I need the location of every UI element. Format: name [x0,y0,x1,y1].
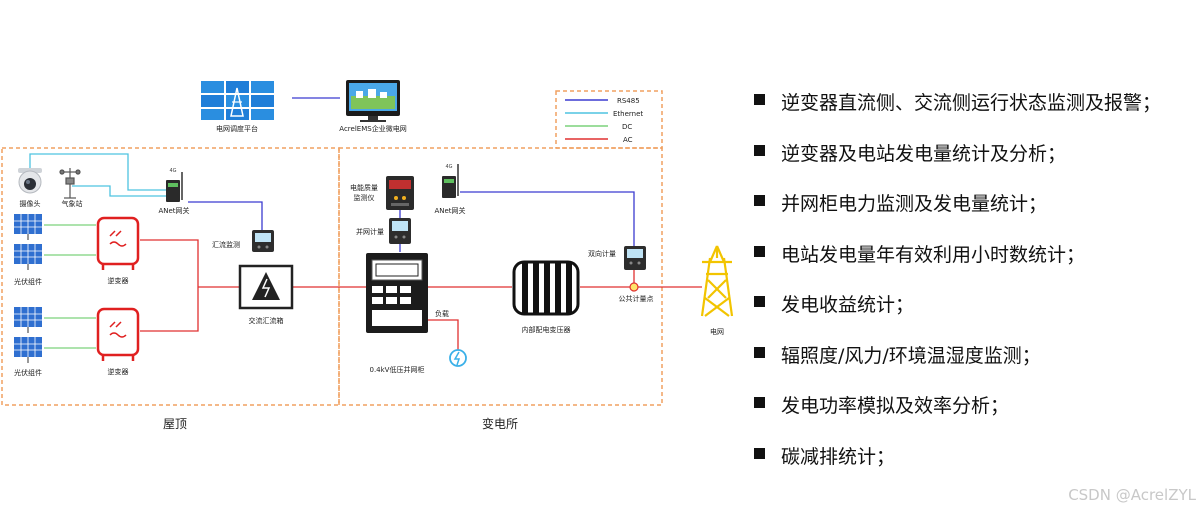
low-voltage-cabinet-icon [366,253,428,333]
pv-panel-group-2 [14,307,42,363]
ems-monitor-icon [346,80,400,122]
pcc-label: 公共计量点 [619,294,654,303]
pv-label-2: 光伏组件 [14,368,42,377]
pv-system-diagram: RS485 Ethernet DC AC [1,80,734,431]
feature-text: 电站发电量年有效利用小时数统计； [781,243,1086,266]
rooftop-gateway-label: ANet网关 [158,206,189,215]
bidirectional-meter-icon [624,246,646,270]
feature-text: 碳减排统计； [781,445,896,468]
inverter-icon-2 [96,307,140,361]
square-bullet-icon [754,346,765,358]
pcc-point-icon [629,282,639,292]
feature-item: 碳减排统计； [752,442,1161,493]
rooftop-gateway-icon: 4G [166,168,183,202]
power-tower-icon [700,245,734,317]
feature-text: 发电功率模拟及效率分析； [781,395,1010,417]
substation-gateway-icon: 4G [442,164,459,198]
legend-box-border [555,90,663,149]
feature-item: 发电功率模拟及效率分析； [752,391,1161,442]
solar-panel-icon [14,307,42,333]
feature-text: 逆变器及电站发电量统计及分析； [781,142,1067,165]
rooftop-region-label: 屋顶 [163,417,187,431]
square-bullet-icon [754,296,765,307]
feature-text: 并网柜电力监测及发电量统计； [781,193,1048,215]
load-icon [449,349,467,367]
cabinet-label: 0.4kV低压并网柜 [370,365,425,374]
svg-text:4G: 4G [445,164,452,170]
feature-item: 辐照度/风力/环境温湿度监测； [752,341,1161,392]
grid-dispatch-label: 电网调度平台 [216,124,258,133]
ac-combiner-box-icon [238,264,294,310]
inverter-label-2: 逆变器 [108,367,129,376]
transformer-label: 内部配电变压器 [522,325,571,334]
square-bullet-icon [754,94,765,105]
grid-label: 电网 [710,327,724,336]
square-bullet-icon [754,195,765,206]
watermark: CSDN @AcrelZYL [1068,486,1196,504]
ac-combiner-label: 交流汇流箱 [249,316,284,325]
legend-rs485: RS485 [617,97,640,105]
solar-panel-icon [14,214,42,240]
feature-item: 逆变器直流侧、交流侧运行状态监测及报警； [752,88,1161,139]
weather-station-label: 气象站 [62,199,83,208]
bidirectional-meter-label: 双向计量 [588,249,616,258]
load-label: 负载 [435,309,449,318]
ethernet-lines [29,153,168,197]
pq-meter-label-line2: 监测仪 [354,193,375,202]
ems-label: AcrelEMS企业微电网 [339,124,406,133]
grid-meter-label: 并网计量 [356,227,384,236]
feature-list: 逆变器直流侧、交流侧运行状态监测及报警； 逆变器及电站发电量统计及分析； 并网柜… [752,88,1161,492]
solar-panel-icon [14,337,42,363]
square-bullet-icon [754,144,765,156]
weather-station-icon [59,168,81,199]
square-bullet-icon [754,447,765,459]
legend-ethernet: Ethernet [613,110,643,118]
feature-item: 逆变器及电站发电量统计及分析； [752,139,1161,190]
feature-text: 逆变器直流侧、交流侧运行状态监测及报警； [781,92,1162,114]
substation-gateway-label: ANet网关 [434,206,465,215]
legend: RS485 Ethernet DC AC [565,97,643,144]
camera-icon [18,168,42,194]
solar-panel-icon [14,244,42,270]
substation-region-label: 变电所 [482,416,518,431]
square-bullet-icon [754,397,765,408]
feature-text: 发电收益统计； [781,294,915,316]
pv-panel-group-1 [14,214,42,270]
feature-item: 并网柜电力监测及发电量统计； [752,189,1161,240]
feature-text: 辐照度/风力/环境温湿度监测； [781,344,1041,367]
power-quality-meter-icon [386,176,414,210]
svg-text:4G: 4G [169,168,176,174]
inverter-icon-1 [96,216,140,270]
camera-label: 摄像头 [20,199,41,208]
inverter-label-1: 逆变器 [108,276,129,285]
rs485-lines [188,97,635,252]
dc-lines [44,224,96,349]
grid-meter-icon [389,218,411,244]
video-wall-icon [200,80,274,120]
transformer-icon [512,260,580,316]
pv-label-1: 光伏组件 [14,277,42,286]
combiner-meter-icon [252,230,274,252]
substation-region-border [338,147,663,406]
legend-ac: AC [623,136,633,144]
feature-item: 发电收益统计； [752,290,1161,341]
pq-meter-label-line1: 电能质量 [350,183,378,192]
legend-dc: DC [622,123,632,131]
combiner-monitor-label: 汇流监测 [212,240,240,249]
square-bullet-icon [754,245,765,257]
feature-item: 电站发电量年有效利用小时数统计； [752,240,1161,291]
